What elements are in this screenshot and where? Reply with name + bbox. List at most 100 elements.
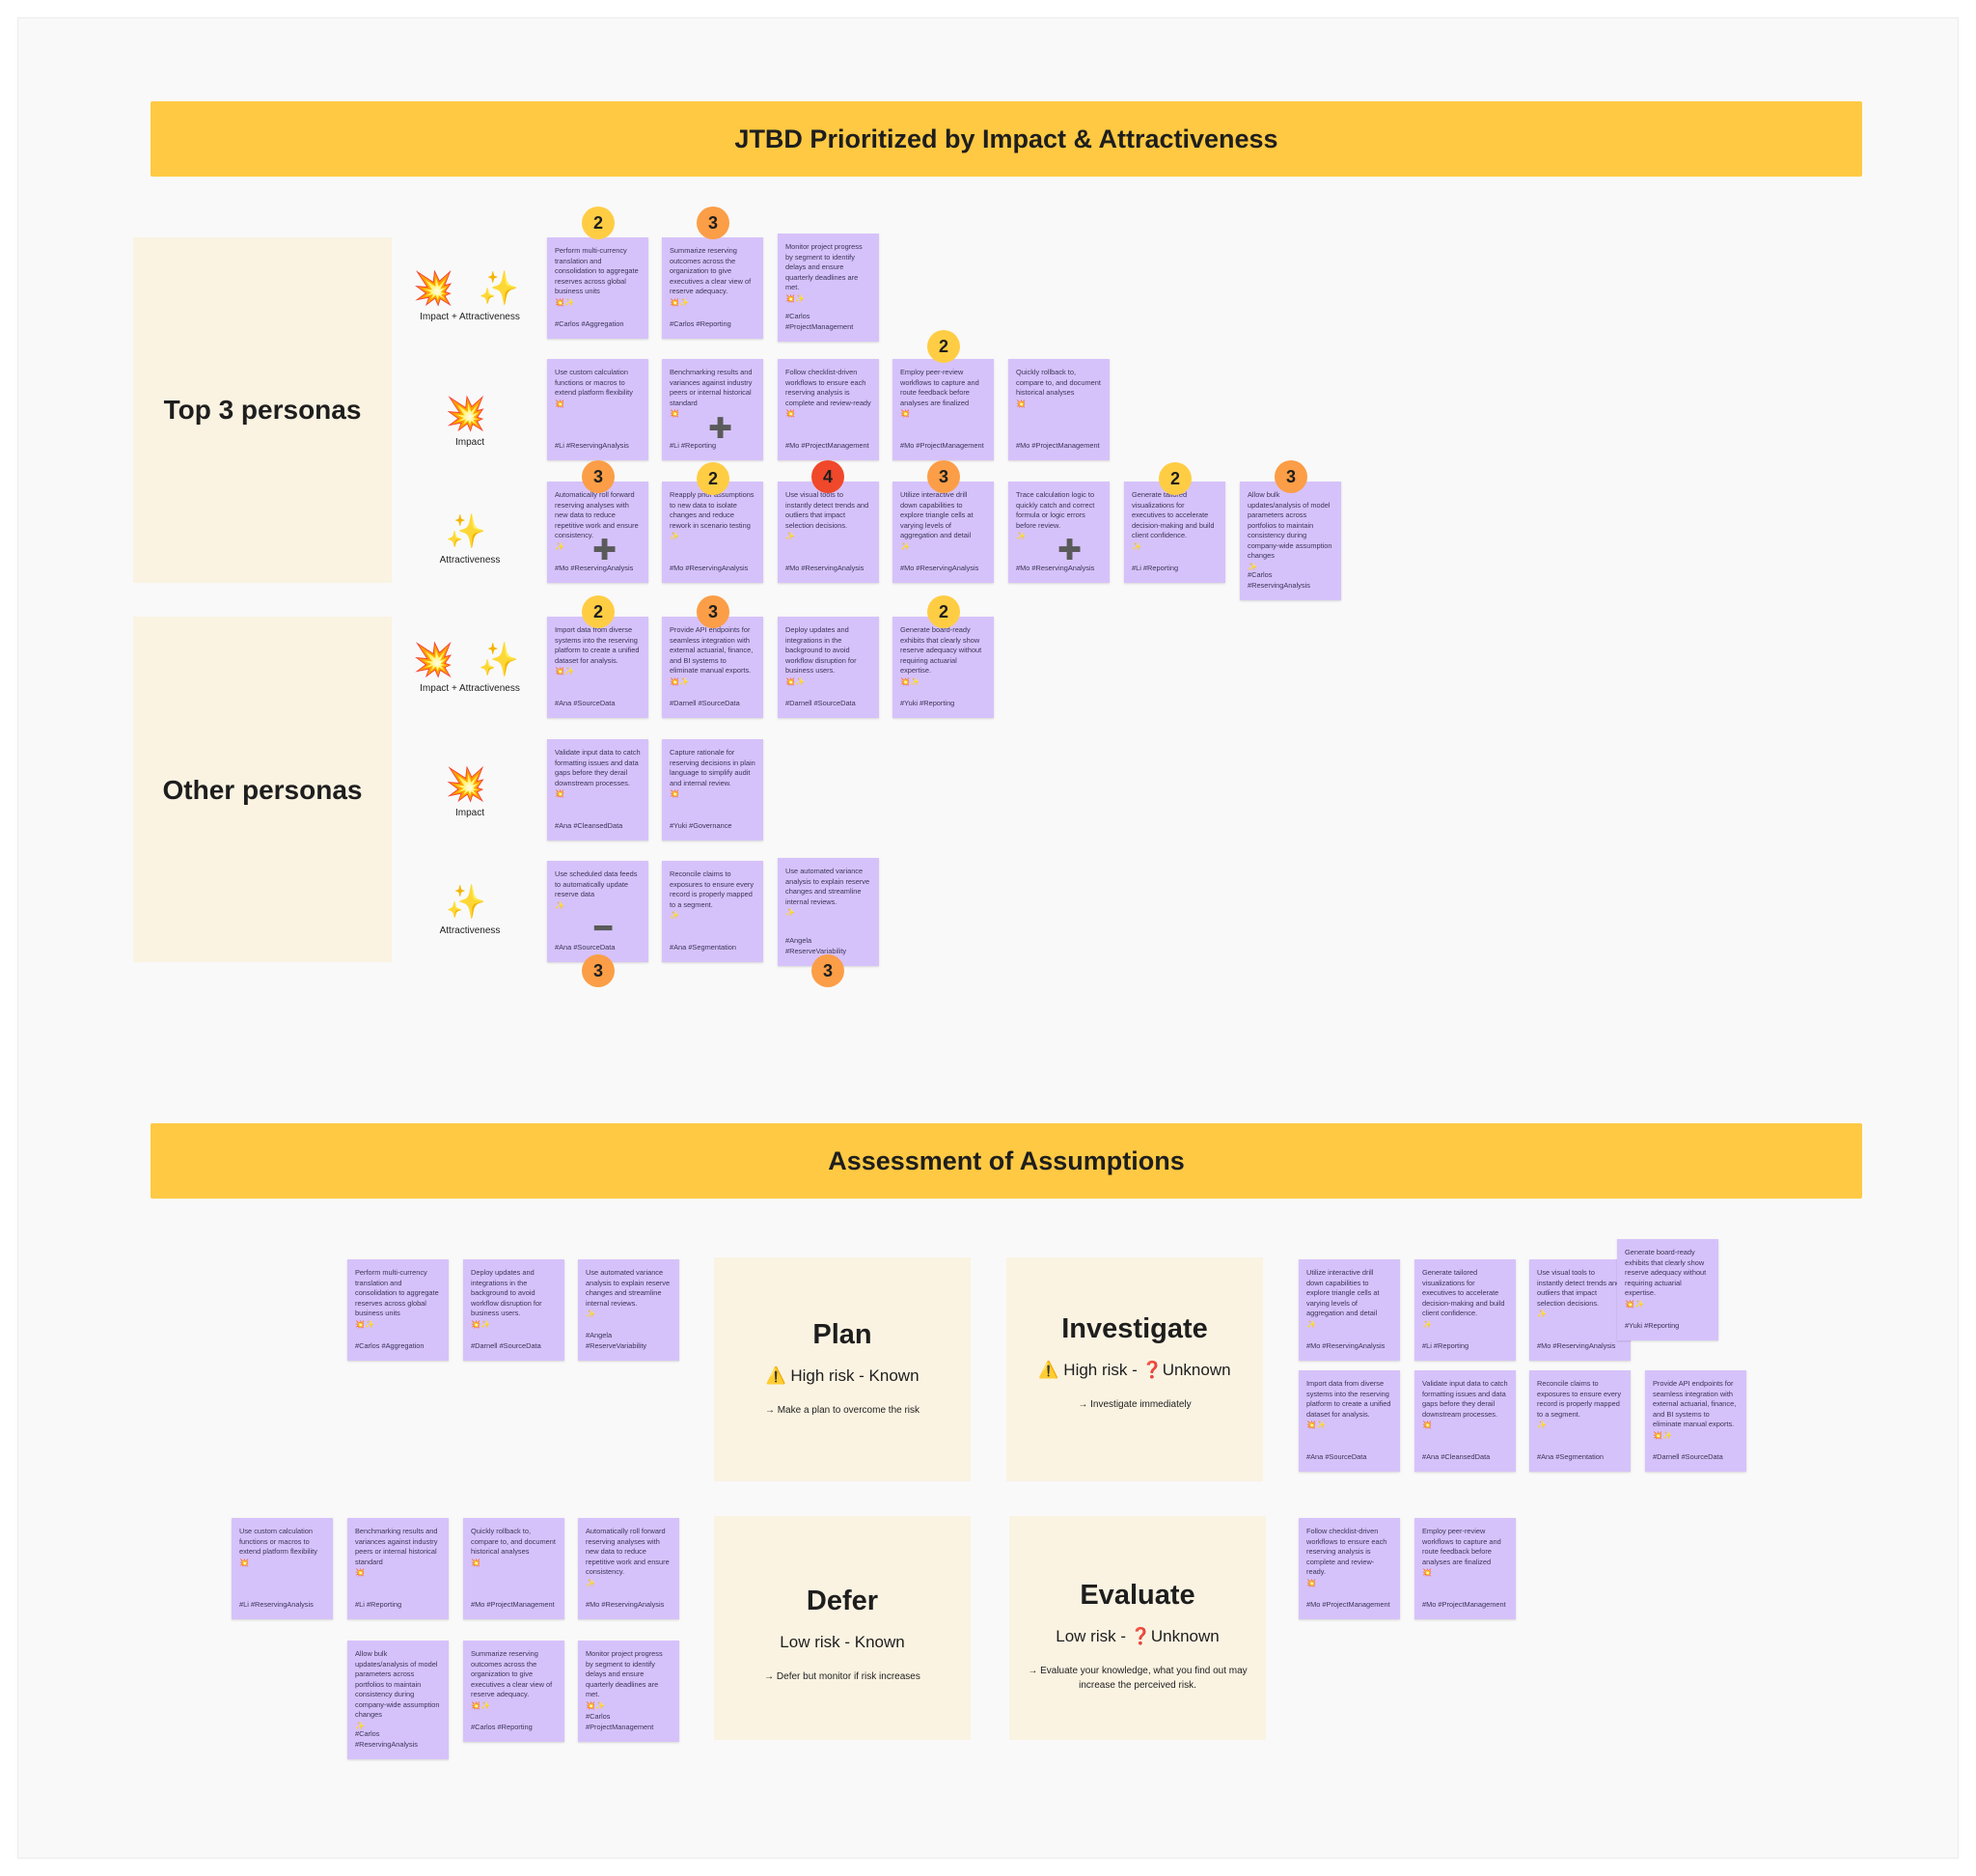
note-emoji: 💥✨ <box>1306 1421 1326 1429</box>
sticky-note[interactable]: Automatically roll forward reserving ana… <box>578 1518 679 1619</box>
sticky-note[interactable]: Use automated variance analysis to expla… <box>578 1259 679 1361</box>
sticky-note[interactable]: Provide API endpoints for seamless integ… <box>662 617 763 718</box>
sticky-note[interactable]: Utilize interactive drill down capabilit… <box>1299 1259 1400 1361</box>
sticky-note[interactable]: Reapply prior assumptions to new data to… <box>662 482 763 583</box>
note-tag: #Li #ReservingAnalysis <box>239 1599 314 1609</box>
sticky-note[interactable]: Generate tailored visualizations for exe… <box>1124 482 1225 583</box>
note-text: Utilize interactive drill down capabilit… <box>900 490 974 539</box>
vote-badge: 3 <box>811 954 844 987</box>
note-tag: #Mo #ProjectManagement <box>1016 440 1100 450</box>
sticky-note[interactable]: Use automated variance analysis to expla… <box>778 858 879 966</box>
quadrant-investigate: Investigate ⚠️ High risk - ❓Unknown → In… <box>1006 1257 1263 1481</box>
note-text: Validate input data to catch formatting … <box>1422 1379 1508 1419</box>
note-emoji: 💥✨ <box>586 1700 605 1710</box>
sticky-note[interactable]: Employ peer-review workflows to capture … <box>1414 1518 1516 1619</box>
sticky-note[interactable]: Reconcile claims to exposures to ensure … <box>1529 1370 1631 1472</box>
note-emoji: ✨ <box>1422 1319 1432 1329</box>
quadrant-title: Defer <box>806 1586 879 1616</box>
sticky-note[interactable]: Perform multi-currency translation and c… <box>347 1259 449 1361</box>
note-tag: #Ana #Segmentation <box>670 942 737 952</box>
sticky-note[interactable]: Use visual tools to instantly detect tre… <box>778 482 879 583</box>
other-personas-section <box>133 617 392 962</box>
sticky-note[interactable]: Benchmarking results and variances again… <box>347 1518 449 1619</box>
sticky-note[interactable]: Perform multi-currency translation and c… <box>547 237 648 339</box>
row-label-impact-attractiveness: 💥 ✨ Impact + Attractiveness <box>398 269 542 322</box>
note-text: Capture rationale for reserving decision… <box>670 748 755 787</box>
note-tag: #Darnell #SourceData <box>471 1340 541 1350</box>
quadrant-subtitle: Low risk - ❓Unknown <box>1056 1627 1220 1645</box>
vote-badge: 2 <box>697 462 729 495</box>
note-tag: #Li #Reporting <box>1132 563 1179 572</box>
sticky-note[interactable]: Generate board-ready exhibits that clear… <box>1617 1239 1718 1340</box>
note-emoji: ✨ <box>555 541 564 551</box>
note-emoji: ✨ <box>1537 1310 1547 1318</box>
jtbd-banner[interactable]: JTBD Prioritized by Impact & Attractiven… <box>151 101 1862 177</box>
other-personas-label: Other personas <box>162 775 363 805</box>
note-tag: #Mo #ReservingAnalysis <box>555 563 634 572</box>
note-tag: #Carlos #Reporting <box>670 318 731 328</box>
sticky-note[interactable]: Generate board-ready exhibits that clear… <box>892 617 994 718</box>
sticky-note[interactable]: Summarize reserving outcomes across the … <box>463 1641 564 1742</box>
note-emoji: 💥 <box>1422 1568 1432 1577</box>
quadrant-note: → Defer but monitor if risk increases <box>764 1671 920 1682</box>
sticky-note[interactable]: Use visual tools to instantly detect tre… <box>1529 1259 1631 1361</box>
note-text: Use visual tools to instantly detect tre… <box>1537 1268 1621 1308</box>
sticky-note[interactable]: Deploy updates and integrations in the b… <box>778 617 879 718</box>
note-text: Use custom calculation functions or macr… <box>555 368 633 397</box>
note-text: Use automated variance analysis to expla… <box>785 867 870 906</box>
note-tag: #Mo #ReservingAnalysis <box>1306 1340 1386 1350</box>
note-tag: #Yuki #Reporting <box>1625 1320 1680 1330</box>
note-emoji: 💥✨ <box>670 676 689 686</box>
sticky-note[interactable]: Monitor project progress by segment to i… <box>578 1641 679 1742</box>
note-tag: #Mo #ReservingAnalysis <box>900 563 979 572</box>
sticky-note[interactable]: Quickly rollback to, compare to, and doc… <box>1008 359 1110 460</box>
whiteboard-canvas[interactable]: JTBD Prioritized by Impact & Attractiven… <box>17 17 1959 1859</box>
note-emoji: ✨ <box>1248 562 1257 571</box>
sticky-note[interactable]: Deploy updates and integrations in the b… <box>463 1259 564 1361</box>
note-emoji: ✨ <box>670 532 679 540</box>
sticky-note[interactable]: Trace calculation logic to quickly catch… <box>1008 482 1110 583</box>
sticky-note[interactable]: Allow bulk updates/analysis of model par… <box>347 1641 449 1759</box>
note-tag: #Mo #ProjectManagement <box>1306 1599 1390 1609</box>
sticky-note[interactable]: Reconcile claims to exposures to ensure … <box>662 861 763 962</box>
note-tag: #Li #ReservingAnalysis <box>555 440 629 450</box>
note-text: Use custom calculation functions or macr… <box>239 1527 317 1556</box>
sticky-note[interactable]: Utilize interactive drill down capabilit… <box>892 482 994 583</box>
note-tag: #Mo #ReservingAnalysis <box>586 1599 665 1609</box>
sticky-note[interactable]: Employ peer-review workflows to capture … <box>892 359 994 460</box>
sticky-note[interactable]: Follow checklist-driven workflows to ens… <box>1299 1518 1400 1619</box>
sticky-note[interactable]: Capture rationale for reserving decision… <box>662 739 763 841</box>
plus-icon: ✚ <box>592 535 618 566</box>
sticky-note[interactable]: Use custom calculation functions or macr… <box>547 359 648 460</box>
note-text: Use scheduled data feeds to automaticall… <box>555 869 638 898</box>
sticky-note[interactable]: Import data from diverse systems into th… <box>1299 1370 1400 1472</box>
note-text: Use visual tools to instantly detect tre… <box>785 490 869 530</box>
sticky-note[interactable]: Monitor project progress by segment to i… <box>778 234 879 342</box>
quadrant-title: Plan <box>812 1319 872 1350</box>
sticky-note[interactable]: Use scheduled data feeds to automaticall… <box>547 861 648 962</box>
note-emoji: 💥✨ <box>670 297 689 307</box>
note-tag: #Carlos #Aggregation <box>555 318 624 328</box>
note-tag: #Mo #ReservingAnalysis <box>1016 563 1095 572</box>
sticky-note[interactable]: Automatically roll forward reserving ana… <box>547 482 648 583</box>
sticky-note[interactable]: Generate tailored visualizations for exe… <box>1414 1259 1516 1361</box>
sticky-note[interactable]: Validate input data to catch formatting … <box>1414 1370 1516 1472</box>
note-text: Summarize reserving outcomes across the … <box>471 1649 553 1698</box>
sticky-note[interactable]: Import data from diverse systems into th… <box>547 617 648 718</box>
note-text: Allow bulk updates/analysis of model par… <box>1248 490 1332 560</box>
sticky-note[interactable]: Validate input data to catch formatting … <box>547 739 648 841</box>
note-text: Use automated variance analysis to expla… <box>586 1268 671 1308</box>
note-emoji: 💥 <box>355 1568 365 1577</box>
sticky-note[interactable]: Quickly rollback to, compare to, and doc… <box>463 1518 564 1619</box>
assumptions-banner[interactable]: Assessment of Assumptions <box>151 1123 1862 1199</box>
sticky-note[interactable]: Use custom calculation functions or macr… <box>232 1518 333 1619</box>
sticky-note[interactable]: Benchmarking results and variances again… <box>662 359 763 460</box>
sticky-note[interactable]: Allow bulk updates/analysis of model par… <box>1240 482 1341 600</box>
note-tag: #Ana #SourceData <box>1306 1451 1367 1461</box>
sticky-note[interactable]: Follow checklist-driven workflows to ens… <box>778 359 879 460</box>
impact-emoji: 💥 <box>445 396 495 432</box>
sticky-note[interactable]: Summarize reserving outcomes across the … <box>662 237 763 339</box>
note-text: Reconcile claims to exposures to ensure … <box>1537 1379 1622 1419</box>
note-emoji: ✨ <box>355 1721 365 1730</box>
sticky-note[interactable]: Provide API endpoints for seamless integ… <box>1645 1370 1746 1472</box>
